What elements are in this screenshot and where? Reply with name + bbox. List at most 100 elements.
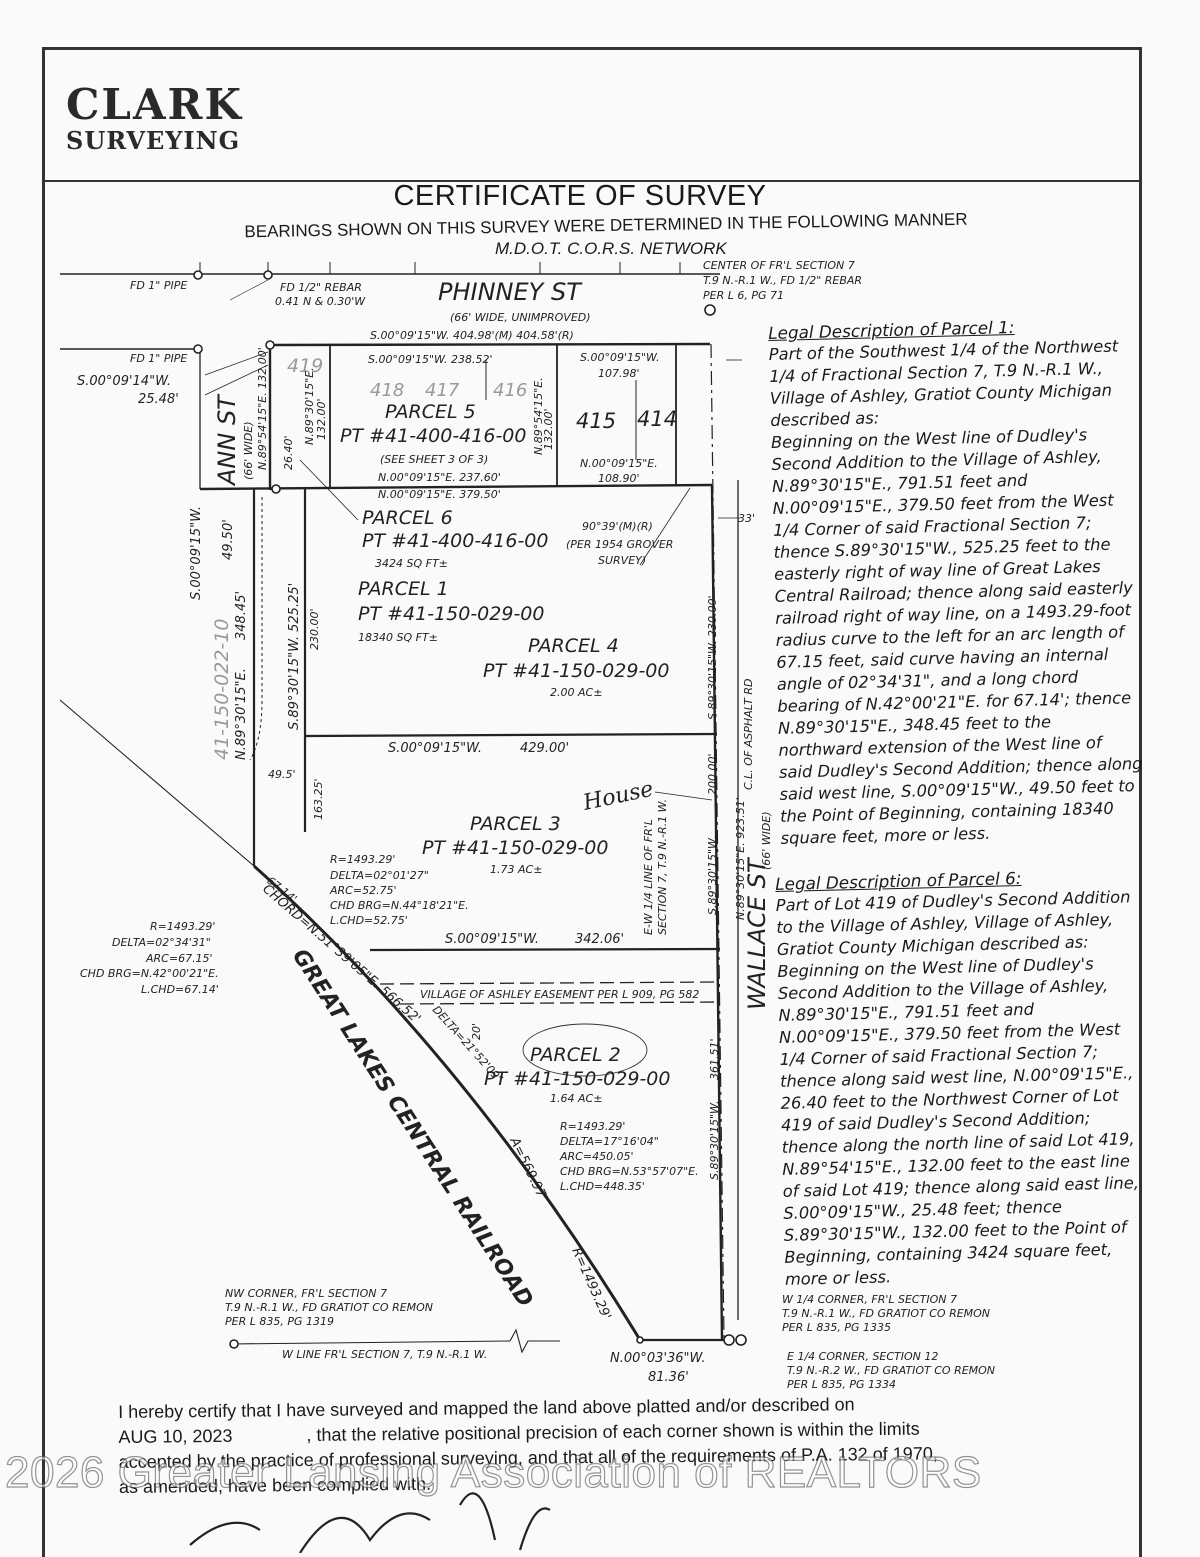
lot-414: 414	[637, 407, 677, 431]
parcel-5-note: (SEE SHEET 3 OF 3)	[380, 453, 488, 466]
e14-corner-line3: PER L 835, PG 1334	[787, 1378, 896, 1391]
nw-corner-line1: NW CORNER, FR'L SECTION 7	[225, 1287, 387, 1300]
w-line-label: W LINE FR'L SECTION 7, T.9 N.-R.1 W.	[282, 1348, 487, 1361]
parcel-6-pin: PT #41-400-416-00	[362, 530, 548, 552]
parcel-2-pin: PT #41-150-029-00	[484, 1068, 670, 1090]
dim-n0336: N.00°03'36"W.	[610, 1351, 705, 1366]
cert-line2: , that the relative positional precision…	[306, 1418, 920, 1446]
curve2-arc: ARC=52.75'	[329, 884, 397, 897]
parcel-3-name: PARCEL 3	[470, 813, 561, 835]
dim-495: 49.5'	[268, 768, 296, 781]
dim-s2548: S.00°09'14"W.	[77, 374, 171, 389]
legal-description-parcel-1: Legal Description of Parcel 1: Part of t…	[768, 313, 1144, 850]
house-note-handwritten: House	[580, 777, 656, 816]
dim-s429: S.00°09'15"W.	[388, 741, 482, 756]
parcel-1-pin: PT #41-150-029-00	[358, 603, 544, 625]
dim-s2548b: 25.48'	[138, 392, 179, 407]
dim-n132b: N.89°30'15"E.	[303, 367, 316, 445]
curve2-chd: CHD BRG=N.44°18'21"E.	[330, 899, 469, 912]
legal6-body: Part of Lot 419 of Dudley's Second Addit…	[776, 886, 1142, 1291]
street-ann: ANN ST	[213, 393, 241, 487]
cert-date: AUG 10, 2023	[118, 1425, 233, 1447]
curve1-r: R=1493.29'	[150, 920, 215, 933]
dim-n923: N.89°30'15"E. 923.51'	[734, 797, 747, 920]
document-title: CERTIFICATE OF SURVEY	[393, 180, 767, 212]
nw-corner-line2: T.9 N.-R.1 W., FD GRATIOT CO REMON	[225, 1301, 433, 1314]
easement-label: VILLAGE OF ASHLEY EASEMENT PER L 909, PG…	[420, 988, 699, 1001]
street-phinney-width: (66' WIDE, UNIMPROVED)	[450, 311, 591, 324]
dim-33: 33'	[738, 512, 755, 525]
dim-r-rr: R=1493.29'	[568, 1246, 613, 1323]
center-corner-line3: PER L 6, PG 71	[703, 289, 784, 302]
parcel-3-area: 1.73 AC±	[490, 863, 542, 876]
curve3-lchd: L.CHD=448.35'	[560, 1180, 645, 1193]
curve1-delta: DELTA=02°34'31"	[112, 936, 211, 949]
grover-line3: SURVEY)	[598, 554, 646, 567]
street-wallace: WALLACE ST	[743, 856, 771, 1010]
parcel-1-area: 18340 SQ FT±	[358, 631, 438, 644]
dim-s429b: 429.00'	[520, 741, 569, 756]
lot-418: 418	[370, 380, 404, 401]
dim-s200b: 200.00'	[706, 753, 719, 795]
parcel-2-name: PARCEL 2	[530, 1044, 621, 1066]
center-corner-line2: T.9 N.-R.1 W., FD 1/2" REBAR	[703, 274, 862, 287]
lot-415: 415	[576, 409, 616, 433]
curve3-chd: CHD BRG=N.53°57'07"E.	[560, 1165, 699, 1178]
sheet-border	[42, 47, 1142, 1557]
parcel-5-pin: PT #41-400-416-00	[340, 425, 526, 447]
street-wallace-width: (66' WIDE)	[760, 811, 773, 870]
e14-corner-line2: T.9 N.-R.2 W., FD GRATIOT CO REMON	[787, 1364, 995, 1377]
legal-description-parcel-6: Legal Description of Parcel 6: Part of L…	[775, 864, 1141, 1291]
dim-n132d: N.89°54'15"E.	[532, 377, 545, 455]
dim-arc-rr: A=569.97'	[506, 1134, 550, 1203]
street-phinney: PHINNEY ST	[438, 278, 583, 306]
dim-s361: S.89°30'15"W.	[708, 1100, 721, 1180]
center-corner-line1: CENTER OF FR'L SECTION 7	[703, 259, 855, 272]
dim-s342: S.00°09'15"W.	[445, 932, 539, 947]
dim-2640: 26.40'	[282, 435, 295, 470]
dim-s342b: 342.06'	[575, 932, 624, 947]
fd-pipe-1: FD 1" PIPE	[130, 279, 187, 292]
parcel-2-area: 1.64 AC±	[550, 1092, 602, 1105]
parcel-4-name: PARCEL 4	[528, 635, 619, 657]
grover-line1: 90°39'(M)(R)	[582, 520, 653, 533]
e14-corner-line1: E 1/4 CORNER, SECTION 12	[787, 1350, 938, 1363]
bearings-source: M.D.O.T. C.O.R.S. NETWORK	[495, 239, 727, 258]
dim-n132e: 132.00'	[542, 408, 555, 450]
curve2-lchd: L.CHD=52.75'	[330, 914, 408, 927]
lot-417: 417	[425, 380, 460, 401]
parcel-6-area: 3424 SQ FT±	[375, 557, 448, 570]
dim-230a: 230.00'	[308, 608, 321, 650]
side-parcel-number: 41-150-022-10	[211, 619, 233, 760]
parcel-2-highlight	[522, 1023, 648, 1077]
w14-corner-line2: T.9 N.-R.1 W., FD GRATIOT CO REMON	[782, 1307, 990, 1320]
ew-line-label1: E-W 1/4 LINE OF FR'L	[642, 819, 655, 935]
nw-corner-line3: PER L 835, PG 1319	[225, 1315, 334, 1328]
dim-n34845b: 348.45'	[234, 591, 249, 640]
ew-line-label2: SECTION 7, T.9 N.-R.1 W.	[656, 799, 669, 935]
parcel-4-area: 2.00 AC±	[550, 686, 602, 699]
dim-n379: N.00°09'15"E. 379.50'	[378, 488, 501, 501]
parcel-6-name: PARCEL 6	[362, 507, 453, 529]
curve2-delta: DELTA=02°01'27"	[330, 869, 429, 882]
dim-s52525: S.89°30'15"W. 525.25'	[287, 583, 302, 730]
dim-s107: S.00°09'15"W.	[580, 351, 660, 364]
dim-n34845: N.89°30'15"E.	[234, 668, 249, 760]
dim-s200: S.89°30'15"W.	[706, 835, 719, 915]
legal1-body: Part of the Southwest 1/4 of the Northwe…	[769, 335, 1145, 850]
curve1-chd: CHD BRG=N.42°00'21"E.	[80, 967, 219, 980]
company-logo-tagline: SURVEYING	[66, 126, 241, 155]
parcel-1-name: PARCEL 1	[358, 578, 449, 600]
street-ann-width: (66' WIDE)	[242, 421, 255, 480]
parcel-3-pin: PT #41-150-029-00	[422, 837, 608, 859]
dim-n108b: 108.90'	[598, 472, 640, 485]
copyright-watermark: 2026 Greater Lansing Association of REAL…	[4, 1447, 982, 1497]
dim-s107b: 107.98'	[598, 367, 640, 380]
lot-419: 419	[287, 355, 323, 377]
dim-s361b: 361.51'	[708, 1038, 721, 1080]
dim-20: 20'	[470, 1023, 483, 1040]
grover-line2: (PER 1954 GROVER	[566, 538, 673, 551]
dim-n132a: N.89°54'15"E. 132.00'	[256, 347, 269, 470]
w14-corner-line3: PER L 835, PG 1335	[782, 1321, 891, 1334]
curve1-lchd: L.CHD=67.14'	[141, 983, 219, 996]
